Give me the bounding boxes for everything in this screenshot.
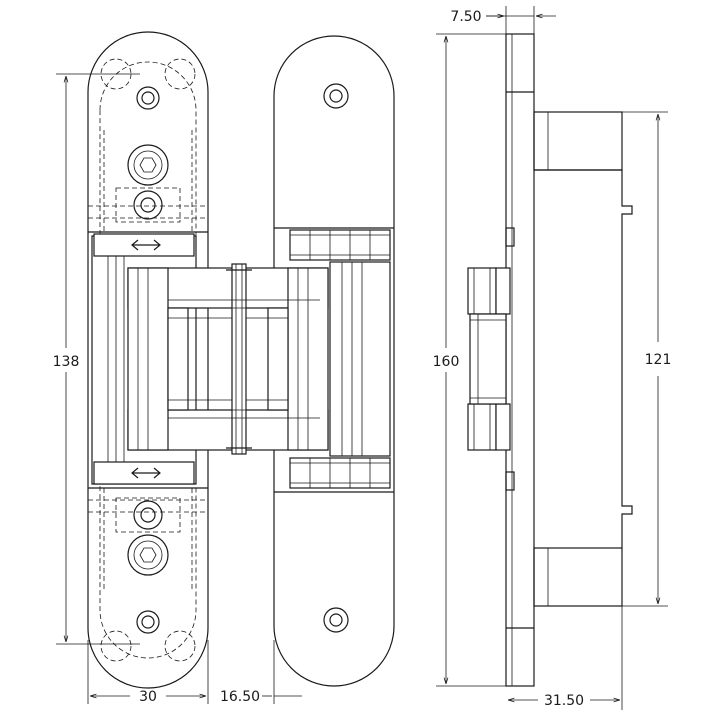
dim-label-7-50: 7.50 bbox=[450, 9, 481, 25]
hinge-arm-linkage bbox=[127, 263, 329, 455]
dim-label-138: 138 bbox=[53, 354, 80, 370]
double-arrow-icon-bottom bbox=[131, 467, 161, 479]
dimension-lines bbox=[56, 6, 668, 710]
double-arrow-icon-top bbox=[131, 239, 161, 251]
adjuster-screw-bottom bbox=[127, 534, 169, 576]
dim-label-16-50: 16.50 bbox=[220, 689, 260, 705]
dim-label-121: 121 bbox=[645, 352, 672, 368]
adjuster-screw-top bbox=[127, 144, 169, 186]
dim-label-31-50: 31.50 bbox=[544, 693, 584, 709]
side-profile-view bbox=[467, 33, 633, 687]
screw-hole-top bbox=[136, 86, 160, 110]
leaf-screw-hole-bottom bbox=[323, 607, 349, 633]
leaf-screw-hole-top bbox=[323, 83, 349, 109]
door-leaf-view bbox=[273, 35, 395, 687]
dim-label-160: 160 bbox=[433, 354, 460, 370]
screw-hole-bottom bbox=[136, 610, 160, 634]
dim-label-30: 30 bbox=[139, 689, 157, 705]
